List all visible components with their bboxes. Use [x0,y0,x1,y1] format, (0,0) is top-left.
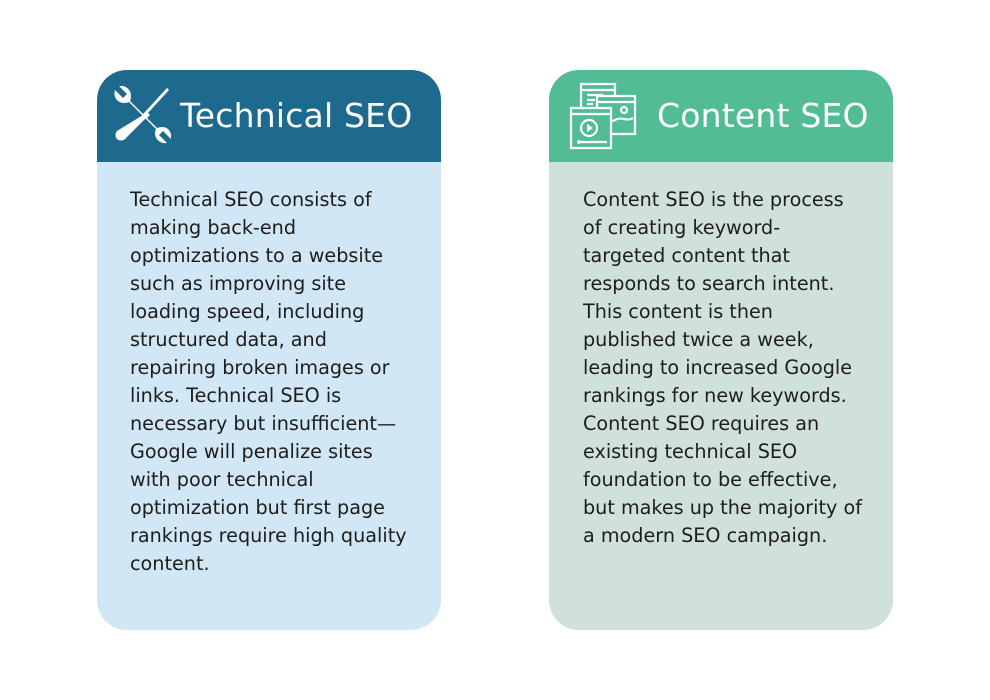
technical-seo-description: Technical SEO consists of making back-en… [130,188,407,575]
content-seo-description: Content SEO is the process of creating k… [583,188,862,547]
wrench-screwdriver-icon [109,85,172,150]
technical-seo-header: Technical SEO [97,70,441,162]
content-seo-header: Content SEO [549,70,893,162]
technical-seo-card: Technical SEO Technical SEO consists of … [97,70,441,630]
media-content-icon [569,82,641,156]
content-seo-card: Content SEO Content SEO is the process o… [549,70,893,630]
content-seo-title: Content SEO [657,96,869,135]
technical-seo-title: Technical SEO [180,96,413,135]
